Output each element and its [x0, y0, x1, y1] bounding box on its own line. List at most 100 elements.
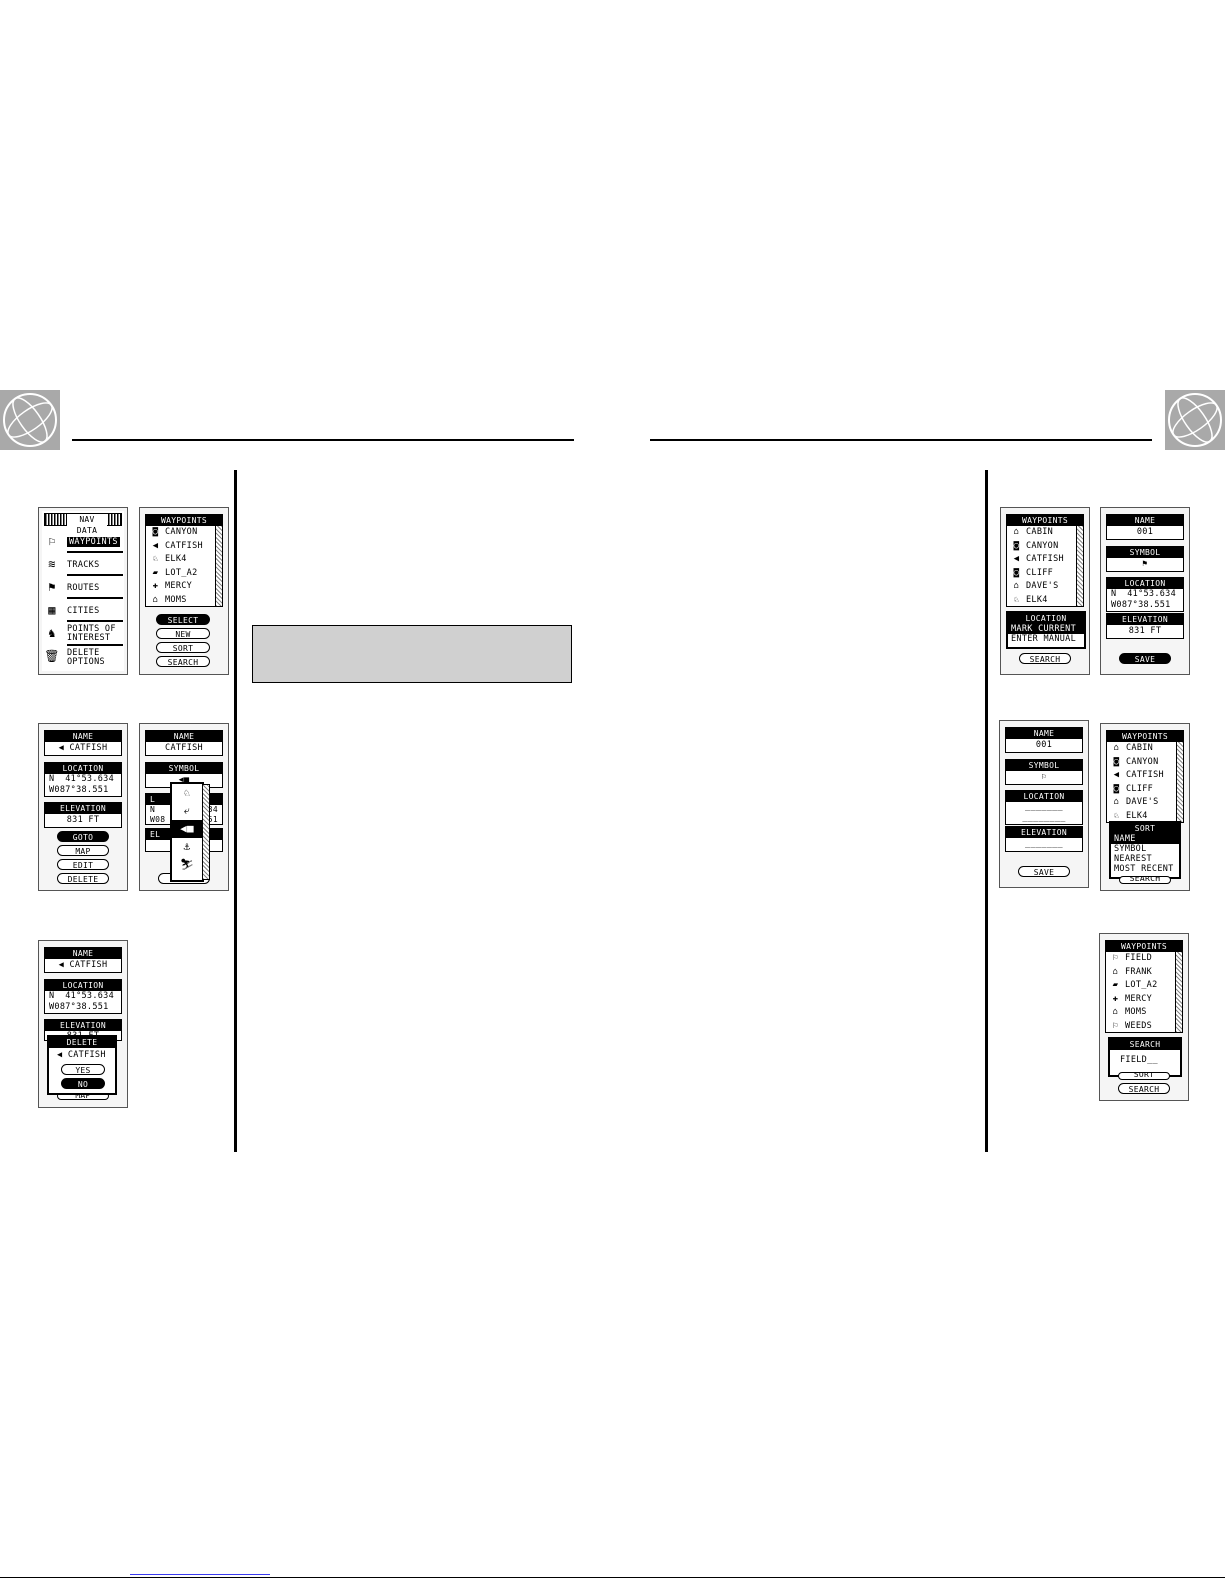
- sort-popup: SORT NAME SYMBOL NEAREST MOST RECENT: [1109, 821, 1181, 879]
- search-button[interactable]: SEARCH: [1019, 653, 1071, 664]
- menu-item-waypoints[interactable]: WAYPOINTS: [67, 537, 120, 547]
- car-icon: ▰: [1112, 980, 1119, 990]
- elevation-field[interactable]: ELEVATION 831 ft: [1106, 613, 1184, 639]
- elevation-field[interactable]: ELEVATION _______: [1005, 826, 1083, 852]
- waypoints-list: WAYPOINTS ◙CANYON ◀CATFISH ♘ELK4 ▰LOT_A2…: [145, 514, 223, 607]
- scrollbar[interactable]: [1175, 952, 1182, 1032]
- list-item[interactable]: ⌂MOMS: [1106, 1006, 1182, 1020]
- deer-icon: ♘: [152, 554, 159, 564]
- name-field[interactable]: NAME ◀ CATFISH: [44, 730, 122, 756]
- elevation-field[interactable]: ELEVATION 831 ft: [44, 802, 122, 828]
- globe-logo-left: [0, 390, 60, 450]
- header-rule-right: [650, 439, 1152, 441]
- list-item[interactable]: ⌂FRANK: [1106, 966, 1182, 980]
- list-item[interactable]: ✚MERCY: [146, 580, 222, 594]
- save-button[interactable]: SAVE: [1119, 653, 1171, 664]
- scrollbar[interactable]: [1076, 526, 1083, 606]
- location-field[interactable]: LOCATION N 41°53.634 W087°38.551: [44, 979, 122, 1014]
- list-item[interactable]: ◙CANYON: [146, 526, 222, 540]
- list-item[interactable]: ▰LOT_A2: [146, 567, 222, 581]
- name-field[interactable]: NAME ◀ CATFISH: [44, 947, 122, 973]
- scrollbar[interactable]: [215, 526, 222, 606]
- list-item[interactable]: ✚MERCY: [1106, 993, 1182, 1007]
- camera-icon: ◙: [1013, 540, 1020, 551]
- edit-button[interactable]: EDIT: [57, 859, 109, 870]
- menu-item-tracks[interactable]: TRACKS: [67, 560, 100, 570]
- list-item[interactable]: ◙CLIFF: [1007, 567, 1083, 581]
- goto-button[interactable]: GOTO: [57, 831, 109, 842]
- list-item[interactable]: ◙CANYON: [1107, 756, 1183, 770]
- delete-button[interactable]: DELETE: [57, 873, 109, 884]
- skier-icon[interactable]: ⛷: [179, 858, 195, 871]
- list-item[interactable]: ♘ELK4: [146, 553, 222, 567]
- camera-icon: ◙: [1013, 567, 1020, 578]
- scrollbar[interactable]: [202, 784, 210, 880]
- screen-waypoints-search: WAYPOINTS ⚐FIELD ⌂FRANK ▰LOT_A2 ✚MERCY ⌂…: [1099, 933, 1189, 1101]
- list-item[interactable]: ◙CLIFF: [1107, 783, 1183, 797]
- name-field[interactable]: NAME CATFISH: [145, 730, 223, 756]
- location-popup: LOCATION MARK CURRENT ENTER MANUAL: [1006, 611, 1086, 649]
- sort-option-nearest[interactable]: NEAREST: [1114, 854, 1152, 864]
- house-icon: ⌂: [1013, 527, 1020, 537]
- delete-dialog: DELETE ◀ CATFISH YES NO: [47, 1035, 117, 1095]
- symbol-field[interactable]: SYMBOL ◀■: [145, 762, 223, 788]
- mark-current-option[interactable]: MARK CURRENT: [1008, 624, 1084, 634]
- house-icon: ⌂: [1112, 1007, 1119, 1017]
- list-item[interactable]: ⚐WEEDS: [1106, 1020, 1182, 1034]
- menu-item-cities[interactable]: CITIES: [67, 606, 100, 616]
- sort-option-symbol[interactable]: SYMBOL: [1114, 844, 1147, 854]
- list-item[interactable]: ⌂CABIN: [1007, 526, 1083, 540]
- location-field[interactable]: LOCATION _______ ________: [1005, 790, 1083, 825]
- waypoints-list: WAYPOINTS ⌂CABIN ◙CANYON ◀CATFISH ◙CLIFF…: [1106, 730, 1184, 823]
- sort-button[interactable]: SORT: [156, 642, 210, 653]
- location-field[interactable]: LOCATION N 41°53.634 W087°38.551: [44, 762, 122, 797]
- list-item[interactable]: ⌂DAVE'S: [1007, 580, 1083, 594]
- list-item[interactable]: ♘ELK4: [1107, 810, 1183, 824]
- location-field[interactable]: LOCATION N 41°53.634 W087°38.551: [1106, 577, 1184, 612]
- tracks-icon: ≋: [48, 557, 56, 571]
- list-item[interactable]: ◙CANYON: [1007, 540, 1083, 554]
- binoculars-icon: ♞: [48, 626, 56, 640]
- sort-option-most-recent[interactable]: MOST RECENT: [1114, 864, 1174, 874]
- scrollbar[interactable]: [1176, 742, 1183, 822]
- symbol-field[interactable]: SYMBOL ⚑: [1106, 546, 1184, 572]
- list-item[interactable]: ⚐FIELD: [1106, 952, 1182, 966]
- house-icon: ⌂: [1113, 743, 1120, 753]
- save-button[interactable]: SAVE: [1018, 866, 1070, 877]
- nav-data-title: NAV DATA: [44, 513, 122, 536]
- boat-ramp-icon[interactable]: ⤶: [183, 804, 191, 817]
- list-item[interactable]: ◀CATFISH: [146, 540, 222, 554]
- no-button[interactable]: NO: [61, 1078, 105, 1089]
- search-button[interactable]: SEARCH: [156, 656, 210, 667]
- list-item[interactable]: ⌂MOMS: [146, 594, 222, 608]
- camera-icon: ◙: [1113, 783, 1120, 794]
- select-button[interactable]: SELECT: [156, 614, 210, 625]
- list-item[interactable]: ▰LOT_A2: [1106, 979, 1182, 993]
- yes-button[interactable]: YES: [61, 1064, 105, 1075]
- footer-link-underline: [130, 1574, 270, 1575]
- menu-item-routes[interactable]: ROUTES: [67, 583, 100, 593]
- screen-delete-confirm: NAME ◀ CATFISH LOCATION N 41°53.634 W087…: [38, 940, 128, 1108]
- fish-icon[interactable]: ◀■: [172, 820, 202, 838]
- new-button[interactable]: NEW: [156, 628, 210, 639]
- list-item[interactable]: ⌂CABIN: [1107, 742, 1183, 756]
- sort-option-name[interactable]: NAME: [1111, 834, 1179, 844]
- search-input[interactable]: FIELD__: [1120, 1055, 1158, 1065]
- menu-item-poi[interactable]: POINTS OF INTEREST: [67, 624, 116, 643]
- name-field[interactable]: NAME 001: [1005, 727, 1083, 753]
- list-item[interactable]: ⌂DAVE'S: [1107, 796, 1183, 810]
- symbol-field[interactable]: SYMBOL ⚐: [1005, 759, 1083, 785]
- screen-nav-data: NAV DATA ⚐ WAYPOINTS ≋ TRACKS ⚑ ROUTES ▦…: [38, 507, 128, 675]
- menu-item-delete-options[interactable]: DELETE OPTIONS: [67, 648, 105, 667]
- enter-manual-option[interactable]: ENTER MANUAL: [1011, 634, 1077, 644]
- list-item[interactable]: ◀CATFISH: [1007, 553, 1083, 567]
- list-item[interactable]: ♘ELK4: [1007, 594, 1083, 608]
- deer-icon[interactable]: ♘: [183, 786, 191, 799]
- column-divider-right: [985, 470, 988, 1152]
- anchor-icon[interactable]: ⚓: [183, 840, 191, 853]
- map-button[interactable]: MAP: [57, 845, 109, 856]
- search-button[interactable]: SEARCH: [1118, 1083, 1170, 1094]
- symbol-picker[interactable]: ♘ ⤶ ◀■ ⚓ ⛷: [170, 782, 210, 882]
- list-item[interactable]: ◀CATFISH: [1107, 769, 1183, 783]
- name-field[interactable]: NAME 001: [1106, 514, 1184, 540]
